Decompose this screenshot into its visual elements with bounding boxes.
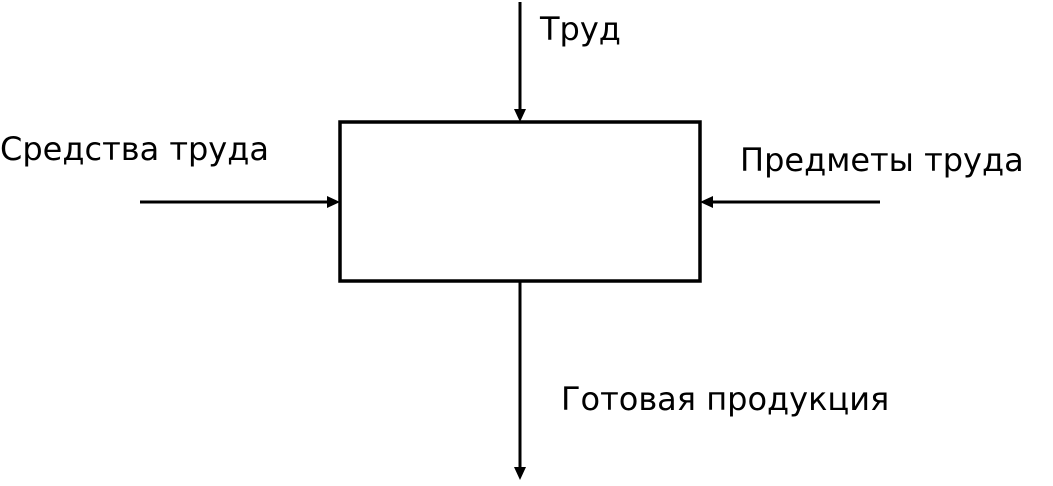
arrow-top-input [514, 2, 526, 122]
arrow-right-input [700, 196, 880, 208]
process-box [338, 120, 702, 283]
arrow-left-input [140, 196, 340, 208]
label-labor: Труд [540, 10, 621, 48]
label-objects-of-labor: Предметы труда [740, 141, 1024, 179]
label-means-of-labor: Средства труда [0, 130, 269, 168]
label-finished-products: Готовая продукция [561, 380, 890, 418]
arrow-bottom-output [514, 281, 526, 480]
